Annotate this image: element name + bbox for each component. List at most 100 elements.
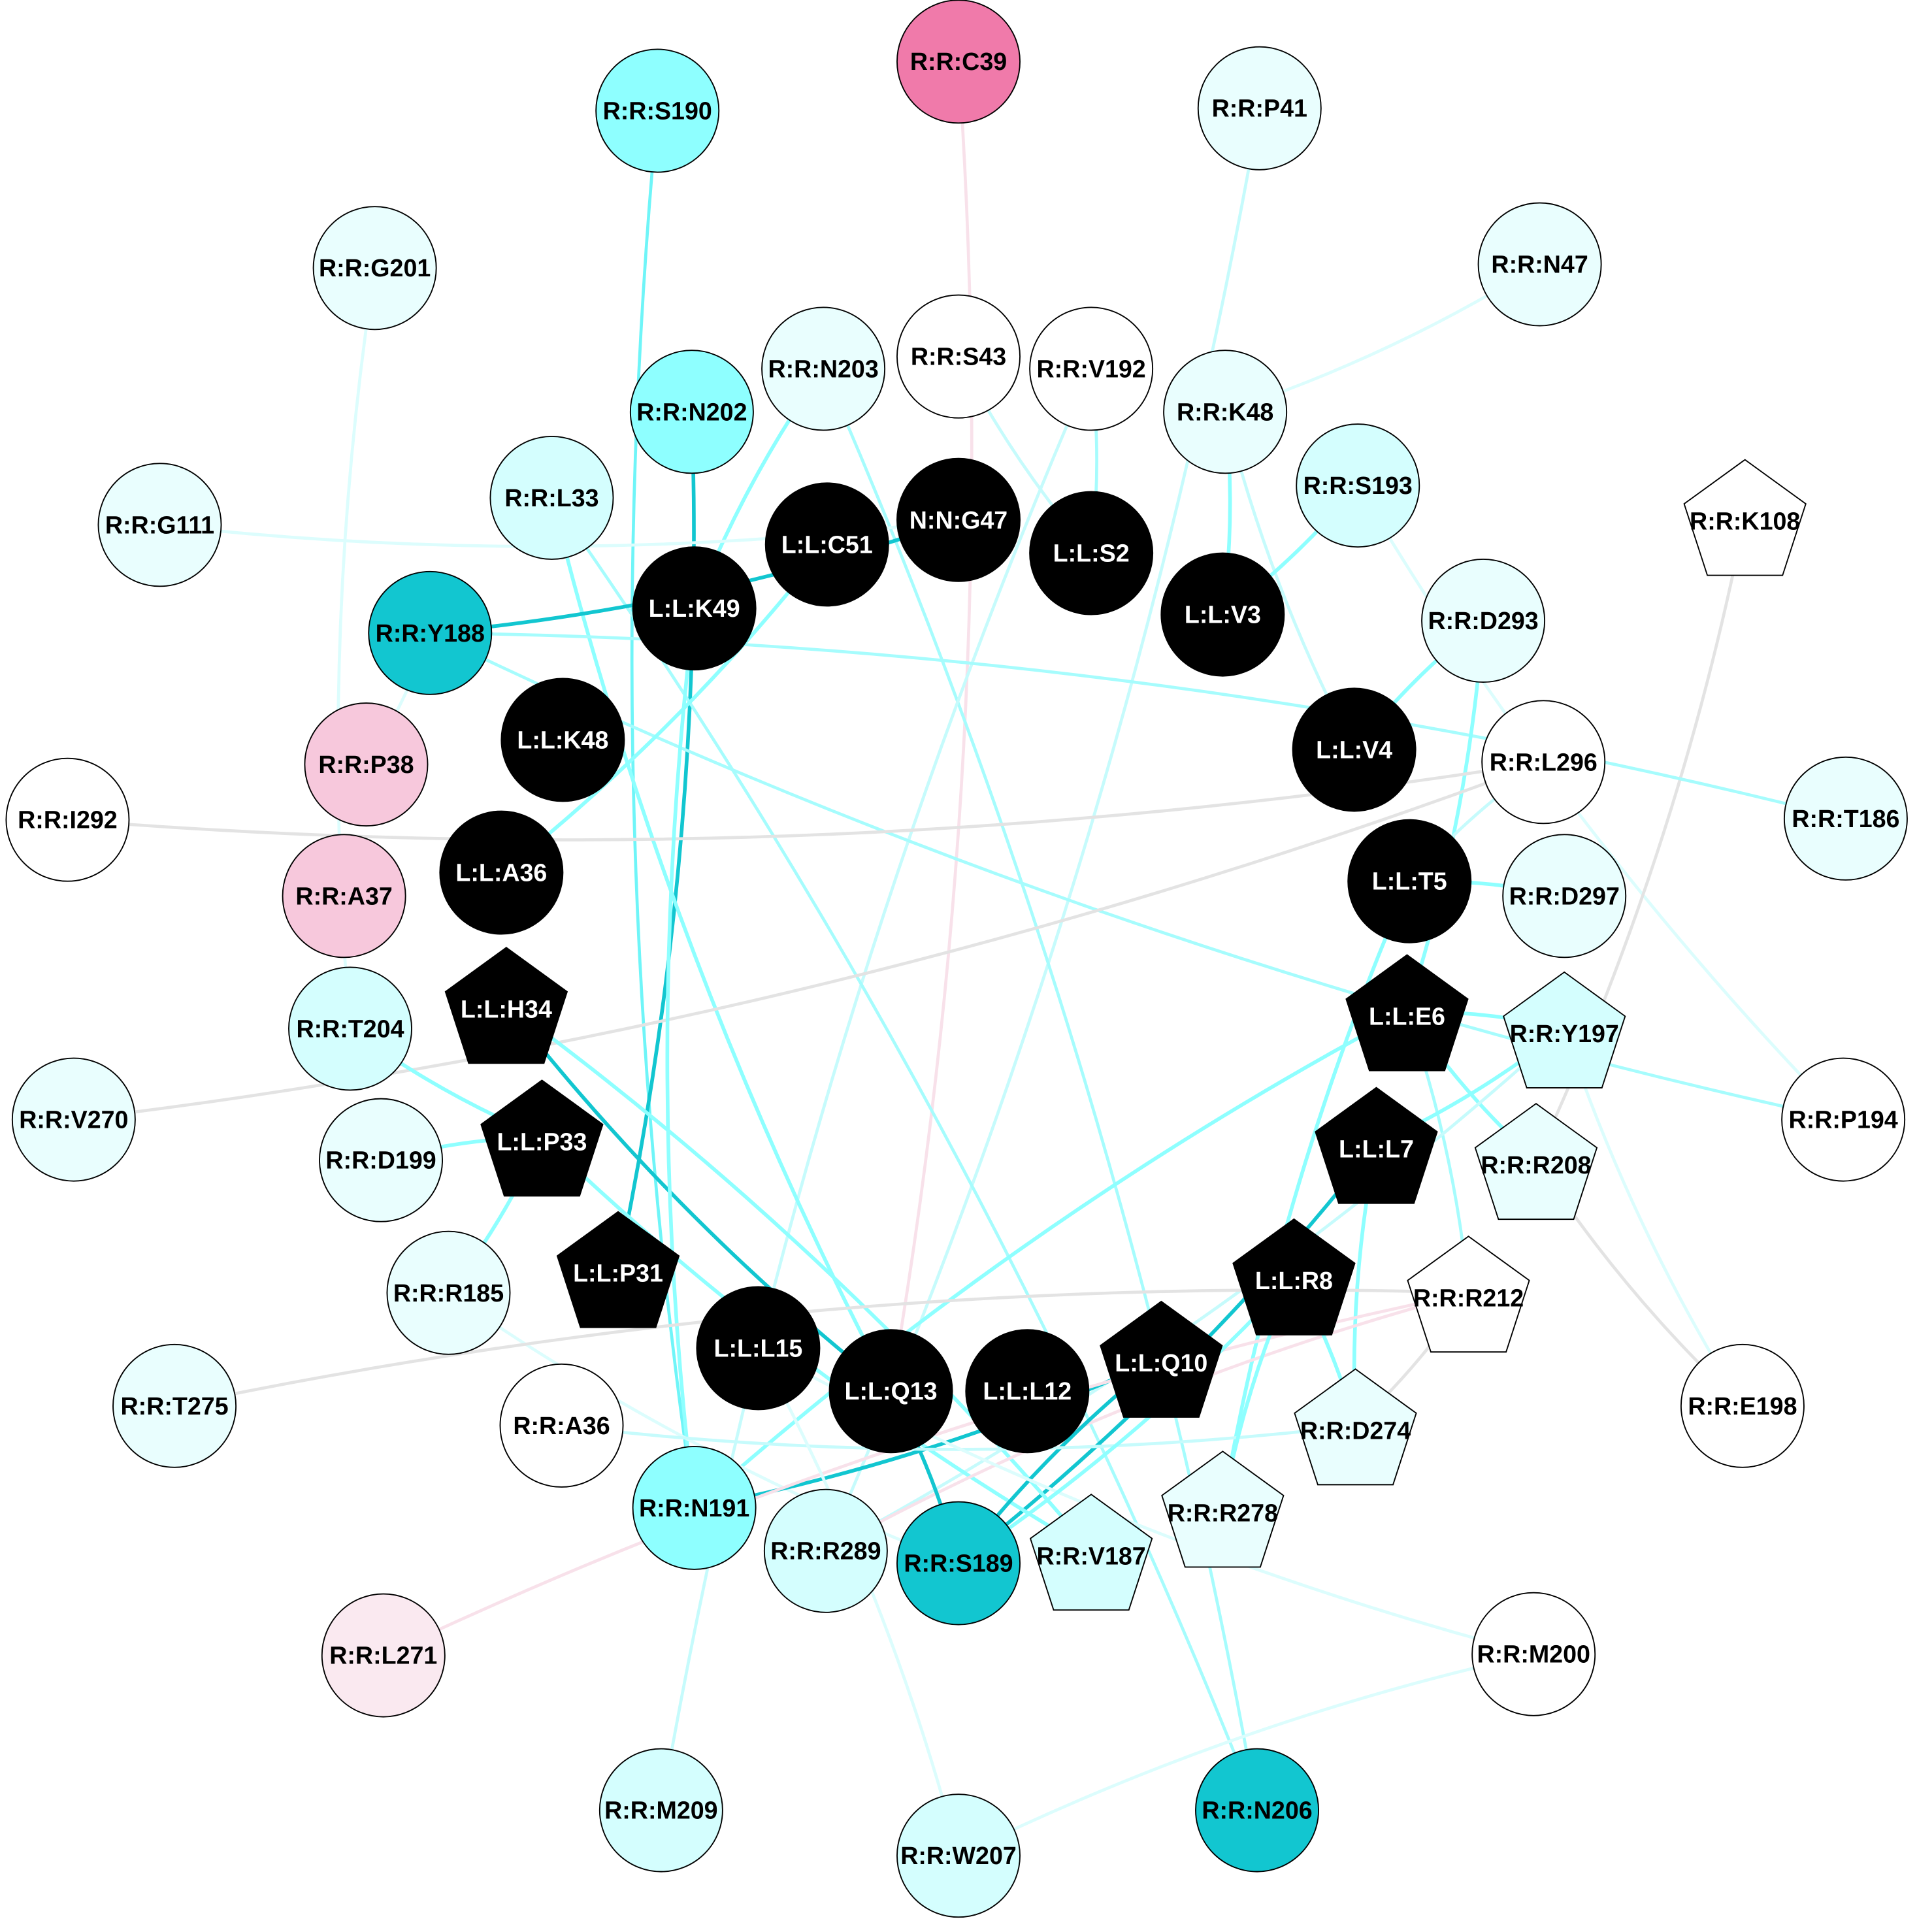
circle-shape bbox=[304, 702, 429, 827]
node-r-r-s190[interactable]: R:R:S190 bbox=[595, 48, 720, 173]
node-r-r-g111[interactable]: R:R:G111 bbox=[97, 463, 222, 587]
node-r-r-c39[interactable]: R:R:C39 bbox=[896, 0, 1021, 124]
node-r-r-n47[interactable]: R:R:N47 bbox=[1477, 202, 1602, 327]
node-r-r-t186[interactable]: R:R:T186 bbox=[1783, 756, 1908, 881]
node-label: L:L:E6 bbox=[1369, 1003, 1445, 1030]
node-r-r-s43[interactable]: R:R:S43 bbox=[896, 294, 1021, 419]
circle-shape bbox=[896, 457, 1021, 582]
node-r-r-l33[interactable]: R:R:L33 bbox=[489, 435, 614, 560]
node-r-r-d297[interactable]: R:R:D297 bbox=[1502, 834, 1627, 958]
node-l-l-q10[interactable]: L:L:Q10 bbox=[1100, 1300, 1223, 1418]
node-l-l-l7[interactable]: L:L:L7 bbox=[1315, 1087, 1438, 1204]
node-r-r-r212[interactable]: R:R:R212 bbox=[1407, 1236, 1530, 1353]
node-r-r-k108[interactable]: R:R:K108 bbox=[1683, 459, 1807, 576]
node-l-l-q13[interactable]: L:L:Q13 bbox=[828, 1329, 953, 1454]
circle-shape bbox=[1421, 559, 1546, 683]
pentagon-shape bbox=[556, 1211, 680, 1328]
node-label: R:R:A36 bbox=[513, 1412, 610, 1439]
node-r-r-n206[interactable]: R:R:N206 bbox=[1195, 1748, 1320, 1873]
node-l-l-v4[interactable]: L:L:V4 bbox=[1292, 687, 1417, 812]
node-r-r-p41[interactable]: R:R:P41 bbox=[1197, 46, 1322, 171]
node-r-r-y197[interactable]: R:R:Y197 bbox=[1503, 971, 1626, 1089]
node-r-r-d293[interactable]: R:R:D293 bbox=[1421, 559, 1546, 683]
circle-shape bbox=[965, 1329, 1090, 1454]
node-l-l-r8[interactable]: L:L:R8 bbox=[1232, 1218, 1356, 1335]
circle-shape bbox=[1347, 819, 1472, 943]
node-r-r-t204[interactable]: R:R:T204 bbox=[288, 966, 412, 1091]
node-r-r-p38[interactable]: R:R:P38 bbox=[304, 702, 429, 827]
node-r-r-m200[interactable]: R:R:M200 bbox=[1471, 1592, 1596, 1716]
node-l-l-l12[interactable]: L:L:L12 bbox=[965, 1329, 1090, 1454]
node-l-l-k48[interactable]: L:L:K48 bbox=[500, 678, 625, 802]
node-label: R:R:N202 bbox=[636, 398, 747, 425]
node-r-r-i292[interactable]: R:R:I292 bbox=[5, 757, 130, 882]
node-label: R:R:R185 bbox=[393, 1279, 504, 1307]
node-l-l-a36[interactable]: L:L:A36 bbox=[439, 810, 564, 935]
node-l-l-t5[interactable]: L:L:T5 bbox=[1347, 819, 1472, 943]
node-l-l-h34[interactable]: L:L:H34 bbox=[444, 947, 568, 1064]
node-r-r-r278[interactable]: R:R:R278 bbox=[1161, 1450, 1285, 1568]
node-r-r-v187[interactable]: R:R:V187 bbox=[1029, 1494, 1153, 1611]
node-l-l-p31[interactable]: L:L:P31 bbox=[556, 1211, 680, 1328]
pentagon-shape bbox=[480, 1079, 604, 1197]
edge-r-r-n203-to-r-r-n206 bbox=[821, 368, 1259, 1810]
pentagon-shape bbox=[1474, 1102, 1598, 1220]
node-l-l-e6[interactable]: L:L:E6 bbox=[1345, 954, 1469, 1072]
node-r-r-l296[interactable]: R:R:L296 bbox=[1481, 700, 1606, 825]
node-r-r-p194[interactable]: R:R:P194 bbox=[1781, 1057, 1906, 1182]
node-l-l-s2[interactable]: L:L:S2 bbox=[1029, 491, 1154, 615]
node-r-r-n202[interactable]: R:R:N202 bbox=[629, 350, 754, 474]
node-l-l-k49[interactable]: L:L:K49 bbox=[632, 546, 757, 671]
node-label: R:R:D199 bbox=[325, 1147, 436, 1174]
node-n-n-g47[interactable]: N:N:G47 bbox=[896, 457, 1021, 582]
edge-r-r-m200-to-r-r-w207 bbox=[957, 1652, 1534, 1858]
node-r-r-r208[interactable]: R:R:R208 bbox=[1474, 1102, 1598, 1220]
node-label: R:R:C39 bbox=[910, 48, 1007, 75]
node-r-r-l271[interactable]: R:R:L271 bbox=[321, 1593, 446, 1718]
node-label: N:N:G47 bbox=[909, 506, 1008, 534]
circle-shape bbox=[386, 1230, 511, 1355]
node-r-r-k48[interactable]: R:R:K48 bbox=[1163, 350, 1288, 474]
node-r-r-v192[interactable]: R:R:V192 bbox=[1029, 306, 1154, 431]
circle-shape bbox=[11, 1057, 136, 1182]
node-l-l-p33[interactable]: L:L:P33 bbox=[480, 1079, 604, 1197]
node-r-r-s193[interactable]: R:R:S193 bbox=[1296, 423, 1420, 548]
node-label: L:L:P31 bbox=[573, 1260, 663, 1287]
circle-shape bbox=[764, 482, 889, 607]
circle-shape bbox=[1680, 1343, 1805, 1468]
edge-l-l-c51-to-l-l-a36 bbox=[500, 543, 828, 874]
node-label: L:L:L15 bbox=[714, 1334, 803, 1362]
node-r-r-a37[interactable]: R:R:A37 bbox=[282, 834, 406, 958]
node-label: R:R:A37 bbox=[295, 882, 392, 909]
circle-shape bbox=[1481, 700, 1606, 825]
node-label: L:L:V4 bbox=[1316, 736, 1392, 763]
node-r-r-y188[interactable]: R:R:Y188 bbox=[368, 570, 493, 695]
node-l-l-c51[interactable]: L:L:C51 bbox=[764, 482, 889, 607]
node-r-r-n203[interactable]: R:R:N203 bbox=[761, 306, 886, 431]
node-r-r-t275[interactable]: R:R:T275 bbox=[112, 1343, 237, 1468]
edge-r-r-l296-to-r-r-v270 bbox=[73, 761, 1545, 1121]
circle-shape bbox=[696, 1286, 821, 1411]
node-l-l-l15[interactable]: L:L:L15 bbox=[696, 1286, 821, 1411]
circle-shape bbox=[828, 1329, 953, 1454]
node-r-r-m209[interactable]: R:R:M209 bbox=[598, 1748, 723, 1873]
node-r-r-d199[interactable]: R:R:D199 bbox=[319, 1098, 444, 1222]
node-r-r-d274[interactable]: R:R:D274 bbox=[1294, 1368, 1417, 1486]
circle-shape bbox=[1029, 491, 1154, 615]
node-r-r-w207[interactable]: R:R:W207 bbox=[896, 1793, 1021, 1918]
circle-shape bbox=[1471, 1592, 1596, 1716]
pentagon-shape bbox=[1503, 971, 1626, 1089]
node-r-r-n191[interactable]: R:R:N191 bbox=[632, 1445, 757, 1570]
edge-r-r-s190-to-r-r-n191 bbox=[630, 110, 696, 1509]
node-r-r-g201[interactable]: R:R:G201 bbox=[312, 206, 437, 331]
node-r-r-r185[interactable]: R:R:R185 bbox=[386, 1230, 511, 1355]
node-l-l-v3[interactable]: L:L:V3 bbox=[1160, 552, 1285, 677]
node-r-r-r289[interactable]: R:R:R289 bbox=[763, 1488, 888, 1613]
node-r-r-a36[interactable]: R:R:A36 bbox=[499, 1363, 624, 1488]
node-r-r-s189[interactable]: R:R:S189 bbox=[896, 1501, 1021, 1626]
node-label: R:R:V187 bbox=[1037, 1542, 1146, 1569]
node-r-r-e198[interactable]: R:R:E198 bbox=[1680, 1343, 1805, 1468]
node-r-r-v270[interactable]: R:R:V270 bbox=[11, 1057, 136, 1182]
node-label: L:L:Q13 bbox=[845, 1377, 938, 1405]
